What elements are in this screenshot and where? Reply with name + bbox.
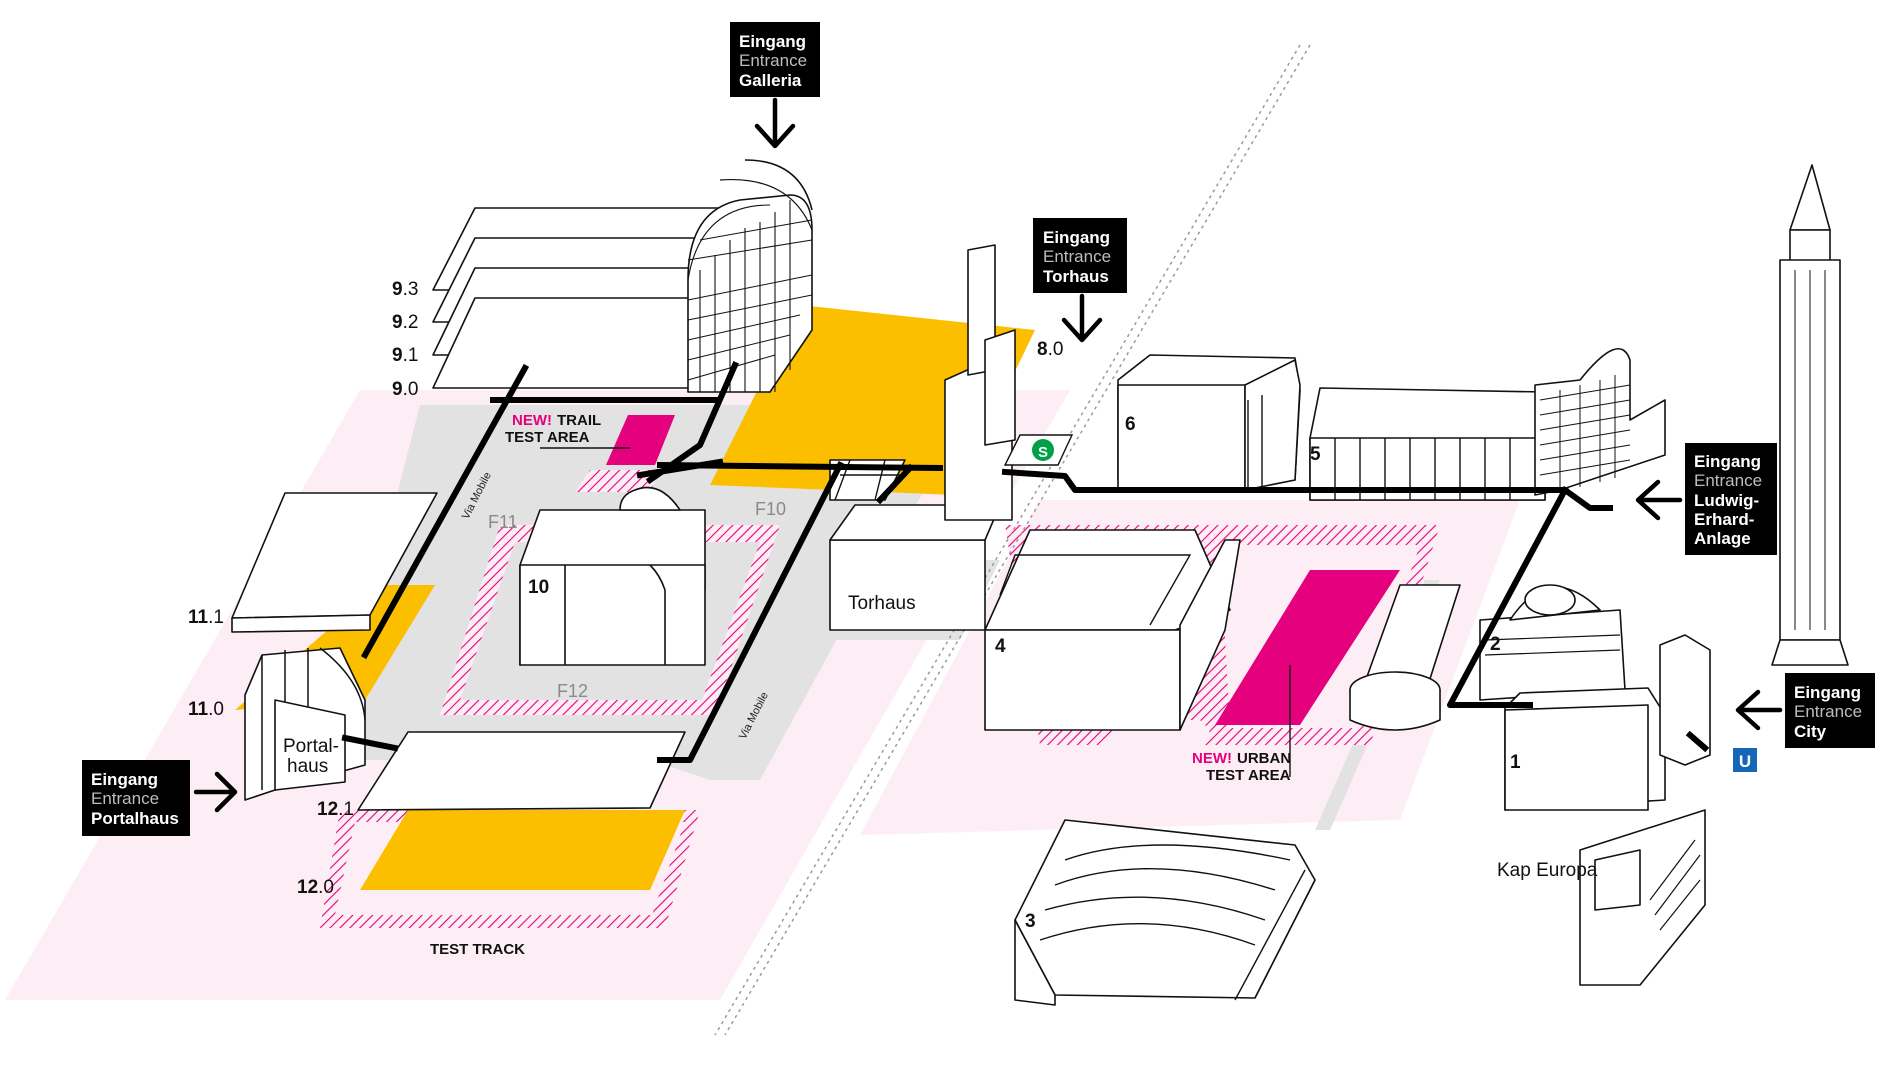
svg-text:Entrance: Entrance (1043, 247, 1111, 266)
urban-test-area[interactable] (1215, 570, 1400, 725)
hall-3-label: 3 (1025, 911, 1036, 932)
urban-test-area-label: NEW!URBAN TEST AREA (1192, 750, 1291, 784)
kap-europa[interactable] (1579, 809, 1706, 986)
svg-text:Eingang: Eingang (1794, 683, 1861, 702)
portalhaus-label-1: Portal- (283, 736, 339, 757)
hall-6[interactable] (1117, 354, 1301, 491)
area-f12: F12 (557, 681, 588, 701)
torhaus-building[interactable] (829, 244, 1016, 631)
trail-test-area-label: NEW!TRAIL TEST AREA (505, 412, 630, 449)
svg-text:Eingang: Eingang (1694, 452, 1761, 471)
svg-text:Eingang: Eingang (739, 32, 806, 51)
hall-rotunda[interactable] (1349, 584, 1461, 731)
messeturm (1771, 164, 1849, 666)
svg-text:Entrance: Entrance (739, 51, 807, 70)
hall-10-label: 10 (528, 577, 549, 598)
hall-1-label: 1 (1510, 752, 1521, 773)
ubahn-icon: U (1739, 752, 1751, 771)
svg-text:Torhaus: Torhaus (1043, 267, 1109, 286)
arrow-down-icon (1061, 293, 1103, 343)
hall-numbers: 10 6 5 4 3 2 1 (528, 414, 1521, 932)
arrow-left-icon (1635, 479, 1683, 521)
level-11-1: 11.1 (188, 607, 224, 628)
ubahn-stop[interactable]: U (1733, 748, 1757, 772)
svg-text:TEST AREA: TEST AREA (505, 429, 590, 446)
svg-text:TEST AREA: TEST AREA (1206, 767, 1291, 784)
svg-text:Ludwig-: Ludwig- (1694, 491, 1759, 510)
level-12-0: 12.0 (297, 877, 334, 898)
sbahn-icon: S (1038, 444, 1048, 461)
arrow-right-icon (193, 771, 238, 813)
level-9-1: 9.1 (392, 345, 418, 366)
portalhaus-label-2: haus (287, 756, 328, 777)
trail-test-area[interactable] (606, 415, 675, 465)
hall-10[interactable] (519, 486, 706, 666)
torhaus-label: Torhaus (848, 593, 916, 614)
portalhaus[interactable] (244, 647, 366, 801)
svg-text:Galleria: Galleria (739, 71, 802, 90)
area-f11: F11 (488, 512, 518, 532)
buildings (231, 159, 1849, 1006)
svg-text:Erhard-: Erhard- (1694, 510, 1754, 529)
svg-text:Entrance: Entrance (91, 789, 159, 808)
kap-europa-label: Kap Europa (1497, 860, 1598, 881)
hall-12[interactable] (357, 731, 686, 811)
hall-4[interactable] (984, 529, 1241, 731)
entrance-city[interactable]: Eingang Entrance City (1735, 673, 1875, 748)
svg-text:NEW!URBAN: NEW!URBAN (1192, 750, 1291, 767)
svg-text:City: City (1794, 722, 1827, 741)
arrow-down-icon (754, 97, 796, 149)
hall-4-label: 4 (995, 636, 1006, 657)
hall-3[interactable] (1014, 819, 1316, 1006)
level-8-0: 8.0 (1037, 339, 1063, 360)
svg-text:Eingang: Eingang (1043, 228, 1110, 247)
hall-6-label: 6 (1125, 414, 1136, 435)
svg-text:Anlage: Anlage (1694, 529, 1751, 548)
rail-line (714, 44, 1311, 1036)
walkways (341, 361, 1710, 777)
level-9-3: 9.3 (392, 279, 418, 300)
entrance-galleria[interactable]: Eingang Entrance Galleria (730, 22, 820, 149)
arrow-left-icon (1735, 689, 1783, 731)
level-labels: 9.3 9.2 9.1 9.0 8.0 11.1 11.0 12.1 12.0 (188, 279, 1063, 898)
svg-text:Entrance: Entrance (1794, 702, 1862, 721)
entrance-portalhaus[interactable]: Eingang Entrance Portalhaus (82, 760, 238, 836)
svg-text:Portalhaus: Portalhaus (91, 809, 179, 828)
hall-11[interactable] (231, 492, 438, 633)
entrance-torhaus[interactable]: Eingang Entrance Torhaus (1033, 218, 1127, 343)
svg-text:NEW!TRAIL: NEW!TRAIL (512, 412, 601, 429)
level-11-0: 11.0 (188, 699, 224, 720)
entrance-ludwig-erhard-anlage[interactable]: Eingang Entrance Ludwig- Erhard- Anlage (1635, 443, 1777, 555)
level-12-1: 12.1 (317, 799, 354, 820)
test-track-label: TEST TRACK (430, 941, 525, 958)
sbahn-stop[interactable]: S (1003, 434, 1074, 466)
hall-2-label: 2 (1490, 634, 1501, 655)
level-9-2: 9.2 (392, 312, 418, 333)
yellow-area-12 (360, 810, 685, 890)
area-f10: F10 (755, 499, 786, 519)
svg-text:Entrance: Entrance (1694, 471, 1762, 490)
hall-9[interactable] (432, 159, 813, 393)
level-9-0: 9.0 (392, 379, 418, 400)
hall-5-label: 5 (1310, 444, 1321, 465)
hall-5[interactable] (1309, 348, 1666, 501)
svg-text:Eingang: Eingang (91, 770, 158, 789)
hall-1[interactable] (1504, 634, 1711, 811)
